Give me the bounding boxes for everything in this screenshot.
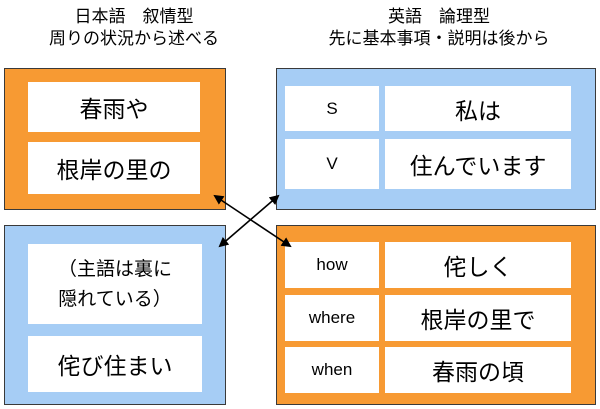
english-bottom-text-2: 根岸の里で [385,295,571,341]
english-bottom-panel: how 侘しく where 根岸の里で when 春雨の頃 [276,225,596,405]
japanese-bottom-panel: （主語は裏に 隠れている） 侘び住まい [4,225,226,405]
english-top-label-2: V [285,139,379,189]
japanese-bottom-cell-1: （主語は裏に 隠れている） [28,244,202,324]
japanese-bottom-cell-1-line-1: （主語は裏に [57,258,172,280]
arrow-topright-to-bottomleft [218,194,280,248]
japanese-top-panel: 春雨や 根岸の里の [4,68,226,210]
english-top-label-1: S [285,86,379,131]
right-header-subtitle: 先に基本事項・説明は後から [328,29,550,49]
english-top-panel: S 私は V 住んでいます [276,68,596,210]
english-top-text-2: 住んでいます [385,139,571,189]
english-top-text-1: 私は [385,86,571,131]
japanese-top-cell-1: 春雨や [28,82,200,132]
left-header: 日本語 叙情型 周りの状況から述べる [0,6,268,50]
right-header-title: 英語 論理型 [388,7,490,27]
english-bottom-label-3: when [285,347,379,393]
english-bottom-label-1: how [285,242,379,288]
japanese-top-cell-2: 根岸の里の [28,142,200,194]
left-header-subtitle: 周りの状況から述べる [49,29,219,49]
arrow-topleft-to-bottomright [213,194,292,248]
english-bottom-text-3: 春雨の頃 [385,347,571,393]
english-bottom-label-2: where [285,295,379,341]
left-header-title: 日本語 叙情型 [74,7,194,27]
japanese-bottom-cell-1-line-2: 隠れている） [58,288,172,310]
japanese-bottom-cell-2: 侘び住まい [28,336,202,392]
english-bottom-text-1: 侘しく [385,242,571,288]
right-header: 英語 論理型 先に基本事項・説明は後から [278,6,600,50]
